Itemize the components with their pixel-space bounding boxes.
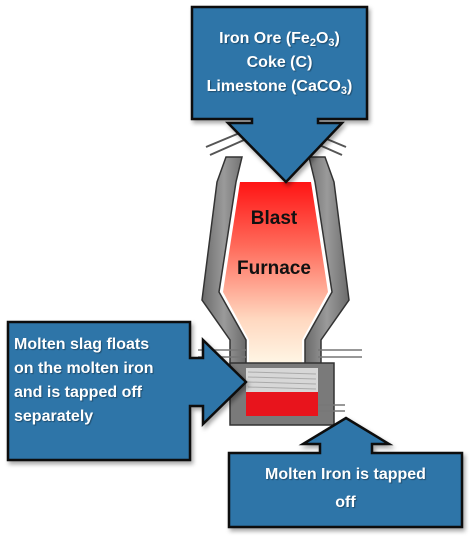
furnace-label-line2: Furnace — [237, 258, 311, 279]
top-callout-text: Iron Ore (Fe2O3) Coke (C) Limestone (CaC… — [192, 27, 367, 99]
iron-callout-text: Molten Iron is tapped off — [229, 463, 462, 515]
slag-line-2: on the molten iron — [14, 360, 154, 377]
top-callout — [190, 5, 369, 184]
furnace-label: Blast Furnace — [228, 207, 320, 281]
slag-callout — [6, 320, 248, 462]
iron-line-2: off — [335, 494, 356, 511]
furnace-hot-chamber — [223, 182, 328, 365]
coke-label: Coke (C) — [246, 54, 313, 71]
slag-line-4: separately — [14, 408, 94, 425]
iron-ore-label: Iron Ore (Fe2O3) — [219, 30, 340, 49]
limestone-label: Limestone (CaCO3) — [206, 78, 353, 97]
iron-line-1: Molten Iron is tapped — [265, 466, 426, 483]
slag-line-1: Molten slag floats — [14, 336, 150, 353]
slag-line-3: and is tapped off — [14, 384, 142, 401]
iron-callout — [227, 416, 464, 529]
molten-iron-layer — [246, 392, 318, 416]
slag-callout-text: Molten slag floats on the molten iron an… — [14, 333, 194, 429]
furnace-label-line1: Blast — [250, 208, 298, 229]
